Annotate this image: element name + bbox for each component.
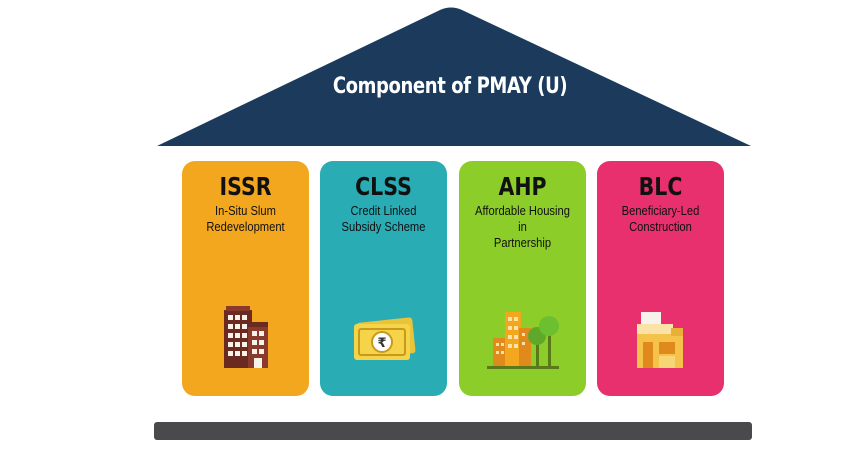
pillar-ahp: AHP Affordable Housing in Partnership [459,161,586,396]
pillar-issr: ISSR In-Situ Slum Redevelopment [182,161,309,396]
pillar-clss: CLSS Credit Linked Subsidy Scheme ₹ [320,161,447,396]
pillar-abbr: ISSR [219,172,272,201]
pillar-description: Credit Linked Subsidy Scheme [341,203,426,234]
base-platform [154,422,752,440]
pillar-description: Beneficiary-Led Construction [621,203,700,234]
pillar-abbr: AHP [498,172,547,201]
rupee-banknote-icon: ₹ [354,317,416,360]
pillar-abbr: CLSS [355,172,412,201]
house-construction-icon [637,312,683,368]
city-buildings-trees-icon [487,312,559,369]
svg-text:₹: ₹ [377,336,386,351]
pillar-abbr: BLC [638,172,683,201]
diagram-title: Component of PMAY (U) [332,74,568,99]
pillar-blc: BLC Beneficiary-Led Construction [597,161,724,396]
pillar-description: Affordable Housing in Partnership [475,203,570,250]
pillar-description: In-Situ Slum Redevelopment [206,203,285,234]
roof [157,7,751,146]
apartment-building-icon [224,306,268,368]
